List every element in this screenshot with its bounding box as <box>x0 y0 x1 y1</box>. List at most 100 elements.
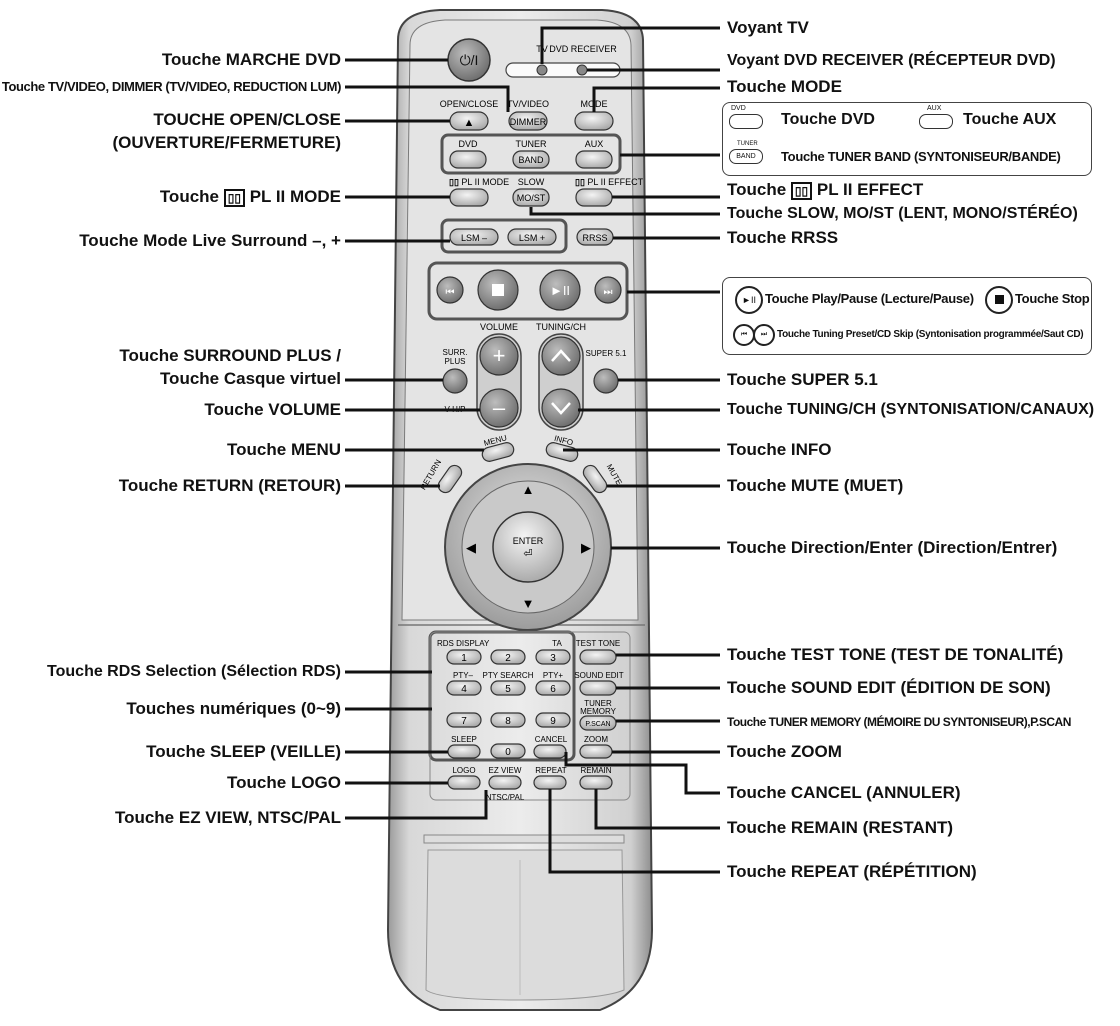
info-button[interactable] <box>545 441 580 463</box>
logo-button[interactable] <box>447 775 481 790</box>
pl2-effect-button[interactable] <box>575 188 613 207</box>
logo-label: LOGO <box>452 766 475 775</box>
callout-voyant-dvd-receiver: Voyant DVD RECEIVER (RÉCEPTEUR DVD) <box>727 52 1056 69</box>
legend-tuner-label: Touche TUNER BAND (SYNTONISEUR/BANDE) <box>781 149 1061 164</box>
callout-rrss: Touche RRSS <box>727 228 839 247</box>
cancel-label: CANCEL <box>535 735 568 744</box>
skip-forward-button[interactable]: ⏭ <box>594 276 622 304</box>
callout-info: Touche INFO <box>727 440 832 459</box>
play-pause-icon: ►II <box>550 283 570 298</box>
legend-aux-button-icon <box>919 114 953 129</box>
callout-mute: Touche MUTE (MUET) <box>727 476 904 495</box>
volume-down-button[interactable]: – <box>479 388 519 428</box>
test-tone-button[interactable] <box>579 649 617 665</box>
sound-edit-button[interactable] <box>579 680 617 696</box>
repeat-button[interactable] <box>533 775 567 790</box>
minus-icon: – <box>493 395 506 420</box>
test-tone-label: TEST TONE <box>576 639 620 648</box>
play-pause-button[interactable]: ►II <box>539 269 581 311</box>
callout-zoom: Touche ZOOM <box>727 742 842 761</box>
callout-tuning-ch: Touche TUNING/CH (SYNTONISATION/CANAUX) <box>727 401 1095 418</box>
return-button[interactable] <box>436 463 465 496</box>
svg-text:DIMMER: DIMMER <box>510 117 547 127</box>
lsm-plus-button[interactable]: LSM + <box>507 228 557 246</box>
surround-plus-button[interactable] <box>442 368 468 394</box>
tv-video-dimmer-button[interactable]: DIMMER <box>508 111 548 131</box>
menu-button[interactable] <box>481 441 516 463</box>
zoom-button[interactable] <box>579 744 613 759</box>
digit-button-4[interactable]: 4 <box>446 680 482 696</box>
digit-button-1[interactable]: 1 <box>446 649 482 665</box>
cancel-button[interactable] <box>533 744 567 759</box>
tuner-band-button[interactable]: BAND <box>512 150 550 169</box>
tuning-down-button[interactable] <box>541 388 581 428</box>
dvd-button[interactable] <box>449 150 487 169</box>
digit-button-9[interactable]: 9 <box>535 712 571 728</box>
rrss-button[interactable]: RRSS <box>576 228 614 246</box>
digit-button-3[interactable]: 3 <box>535 649 571 665</box>
digit-button-8[interactable]: 8 <box>490 712 526 728</box>
pty-minus-label: PTY– <box>453 671 474 680</box>
svg-text:BAND: BAND <box>518 155 544 165</box>
enter-icon: ⏎ <box>523 548 532 560</box>
chevron-down-icon <box>551 402 571 415</box>
legend-tuner-small: TUNER <box>737 141 758 147</box>
enter-button[interactable]: ENTER ⏎ <box>492 511 564 583</box>
slow-most-button[interactable]: MO/ST <box>512 188 550 207</box>
pl2-mode-button[interactable] <box>449 188 489 207</box>
slow-label: SLOW <box>518 177 545 187</box>
lower-panel <box>429 631 631 801</box>
skip-back-button[interactable]: ⏮ <box>436 276 464 304</box>
callout-logo: Touche LOGO <box>227 773 341 792</box>
ntsc-pal-label: NTSC/PAL <box>486 793 525 802</box>
digit-label: 9 <box>550 716 556 727</box>
svg-text:P.SCAN: P.SCAN <box>585 721 610 728</box>
digit-label: 1 <box>461 653 467 664</box>
play-pause-icon: ►II <box>735 286 763 314</box>
callout-surround-plus-2: Touche Casque virtuel <box>159 369 341 388</box>
tuner-memory-label-2: MEMORY <box>580 707 617 716</box>
legend-dvd-button-icon <box>729 114 763 129</box>
callout-return: Touche RETURN (RETOUR) <box>118 476 341 495</box>
legend-band-button-icon: BAND <box>729 149 763 164</box>
skip-back-icon: ⏮ <box>446 287 455 298</box>
super51-button[interactable] <box>593 368 619 394</box>
ez-view-button[interactable] <box>488 775 522 790</box>
stop-button[interactable] <box>477 269 519 311</box>
callout-pl2-mode-suffix: PL II MODE <box>249 187 341 206</box>
dolby-icon: ▯▯ <box>223 189 245 207</box>
digit-label: 4 <box>461 684 467 695</box>
digit-button-6[interactable]: 6 <box>535 680 571 696</box>
volume-up-button[interactable]: + <box>479 336 519 376</box>
skip-forward-icon: ⏭ <box>604 287 613 298</box>
digit-label: 8 <box>505 716 511 727</box>
sound-edit-label: SOUND EDIT <box>574 671 623 680</box>
open-close-button[interactable]: ▲ <box>449 111 489 131</box>
sleep-button[interactable] <box>447 744 481 759</box>
digit-button-2[interactable]: 2 <box>490 649 526 665</box>
ta-label: TA <box>552 639 562 648</box>
digit-button-0[interactable]: 0 <box>490 743 526 759</box>
pl2-mode-label: ▯▯ PL II MODE <box>449 177 509 187</box>
tv-video-label: TV/VIDEO <box>507 99 549 109</box>
mode-button[interactable] <box>574 111 614 131</box>
remain-button[interactable] <box>579 775 613 790</box>
callout-ez-view: Touche EZ VIEW, NTSC/PAL <box>114 808 341 827</box>
callout-volume: Touche VOLUME <box>204 400 341 419</box>
aux-button[interactable] <box>575 150 613 169</box>
power-button[interactable]: ⏻/I <box>447 38 491 82</box>
lsm-minus-button[interactable]: LSM – <box>449 228 499 246</box>
mute-button[interactable] <box>581 463 610 496</box>
digit-label: 2 <box>505 653 511 664</box>
callout-marche-dvd: Touche MARCHE DVD <box>161 50 341 69</box>
callout-pl2-effect-prefix: Touche <box>727 180 787 199</box>
tuner-memory-pscan-button[interactable]: P.SCAN <box>579 715 617 731</box>
dolby-icon: ▯▯ <box>790 182 813 200</box>
digit-label: 5 <box>505 684 511 695</box>
digit-button-7[interactable]: 7 <box>446 712 482 728</box>
tuning-up-button[interactable] <box>541 336 581 376</box>
digit-button-5[interactable]: 5 <box>490 680 526 696</box>
arrow-left-icon: ◀ <box>466 540 476 555</box>
callout-pl2-mode: Touche ▯▯ PL II MODE <box>160 187 341 207</box>
